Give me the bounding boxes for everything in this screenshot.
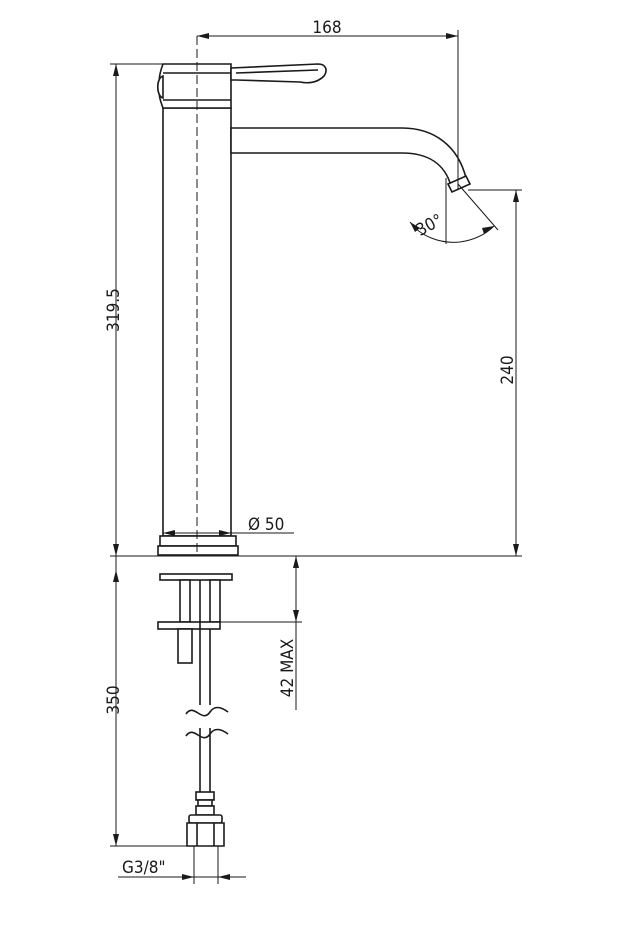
label-spout-angle: 30°: [413, 210, 446, 240]
head: [158, 63, 232, 109]
hex-nut: [186, 822, 225, 847]
dim-body-diameter: Ø 50: [163, 515, 294, 536]
hose-ferrule-3: [195, 805, 215, 816]
fixing-nut: [177, 628, 193, 664]
hose-ferrule-2: [197, 799, 213, 807]
lever-handle: [230, 63, 327, 84]
base-ring: [159, 535, 237, 547]
dim-spout-reach: 168: [197, 18, 459, 190]
dim-hose-connection: G3/8": [118, 846, 246, 884]
label-hose-length: 350: [104, 685, 124, 714]
label-hose-connection: G3/8": [122, 858, 166, 878]
washer-top: [159, 573, 233, 581]
hose-break-top: [185, 706, 229, 717]
label-total-height: 319.5: [104, 288, 124, 332]
dim-outlet-height: 240: [468, 189, 522, 556]
hose-break-bottom: [185, 728, 229, 739]
label-body-diameter: Ø 50: [248, 515, 284, 535]
hose-ferrule-1: [195, 791, 215, 801]
label-spout-reach: 168: [312, 18, 341, 38]
threaded-rod-right: [209, 579, 221, 623]
base-flange: [157, 545, 239, 556]
hex-nut-top: [188, 814, 223, 824]
faucet-body: [156, 36, 472, 556]
dim-total-height: 319.5: [104, 63, 163, 570]
mounting-kit: [157, 573, 233, 847]
dim-deck-thickness: 42 MAX: [220, 556, 302, 710]
aerator: [446, 174, 472, 194]
side-knob: [156, 74, 164, 100]
threaded-rod-left: [179, 579, 191, 623]
spout: [230, 127, 467, 188]
label-deck-thickness: 42 MAX: [278, 639, 298, 697]
fixing-plate: [157, 621, 221, 630]
label-outlet-height: 240: [498, 355, 518, 384]
dim-hose-length: 350: [104, 556, 190, 847]
